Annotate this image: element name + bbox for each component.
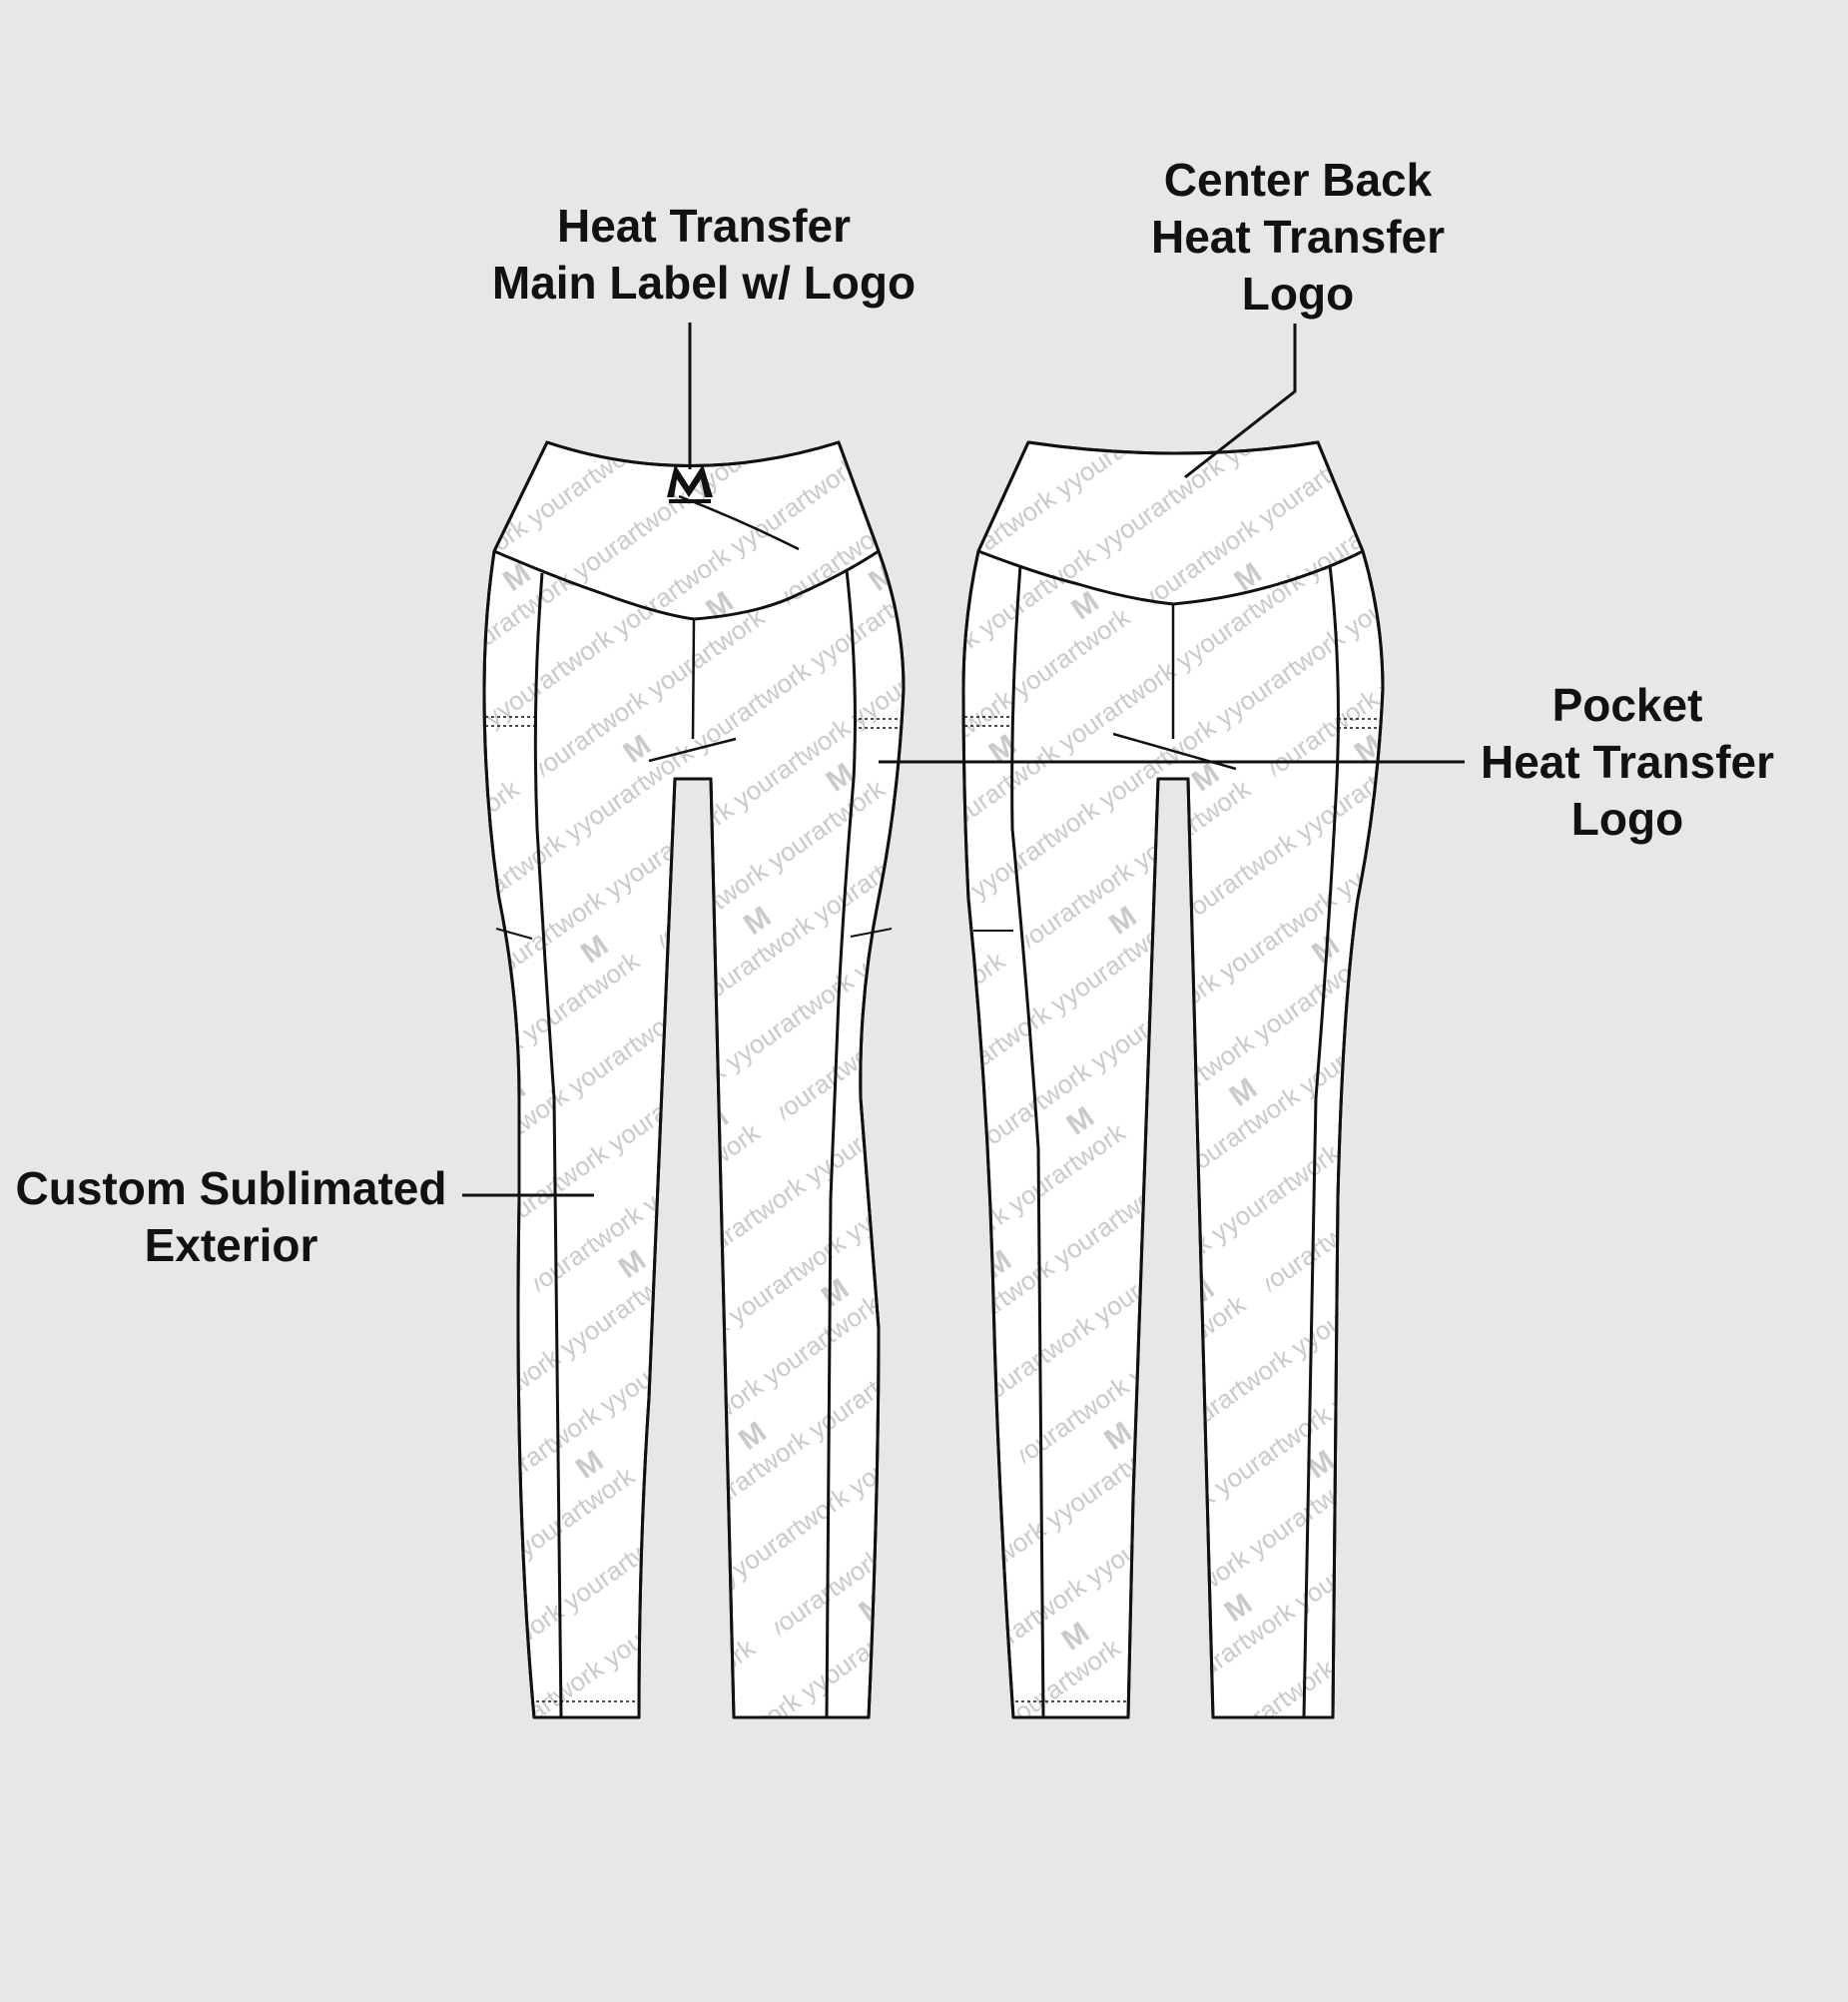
callout-pocket-line2: Heat Transfer (1480, 736, 1774, 788)
callout-pocket-line1: Pocket (1551, 679, 1703, 731)
main-label-logo-icon (667, 464, 713, 503)
callout-main-label: Heat Transfer Main Label w/ Logo (454, 198, 953, 312)
center-back-leader (1184, 324, 1297, 479)
front-gusset-seam (648, 737, 737, 763)
back-left-panel-seam (1010, 564, 1045, 1718)
back-right-panel-seam (1302, 564, 1340, 1718)
front-rise-seam (691, 618, 696, 740)
callout-exterior: Custom Sublimated Exterior (0, 1160, 462, 1274)
leader-lines (462, 323, 1465, 1197)
front-right-pocket-line (859, 718, 901, 729)
callout-center-back-line2: Heat Transfer (1150, 211, 1445, 263)
front-right-panel-seam (825, 569, 857, 1718)
callout-exterior-line1: Custom Sublimated (15, 1162, 447, 1214)
front-right-pocket-bottom (850, 928, 893, 938)
back-legging-outline (961, 440, 1385, 1719)
callout-center-back-line1: Center Back (1163, 154, 1433, 206)
front-legging-outline (482, 440, 906, 1719)
callout-pocket-line3: Logo (1570, 793, 1684, 845)
callout-pocket: Pocket Heat Transfer Logo (1458, 677, 1797, 848)
front-left-pocket-bottom (495, 928, 533, 940)
callout-exterior-line2: Exterior (144, 1219, 318, 1271)
front-legging (482, 440, 906, 1719)
back-left-pocket-line (964, 716, 1010, 727)
back-legging (961, 440, 1385, 1719)
callout-main-label-line1: Heat Transfer (556, 200, 851, 252)
callout-center-back-line3: Logo (1241, 268, 1355, 320)
front-left-panel-seam (533, 572, 563, 1718)
front-left-pocket-line (485, 716, 537, 727)
callout-center-back: Center Back Heat Transfer Logo (1108, 152, 1488, 323)
callout-main-label-line2: Main Label w/ Logo (491, 257, 917, 309)
back-right-pocket-line (1338, 718, 1381, 729)
